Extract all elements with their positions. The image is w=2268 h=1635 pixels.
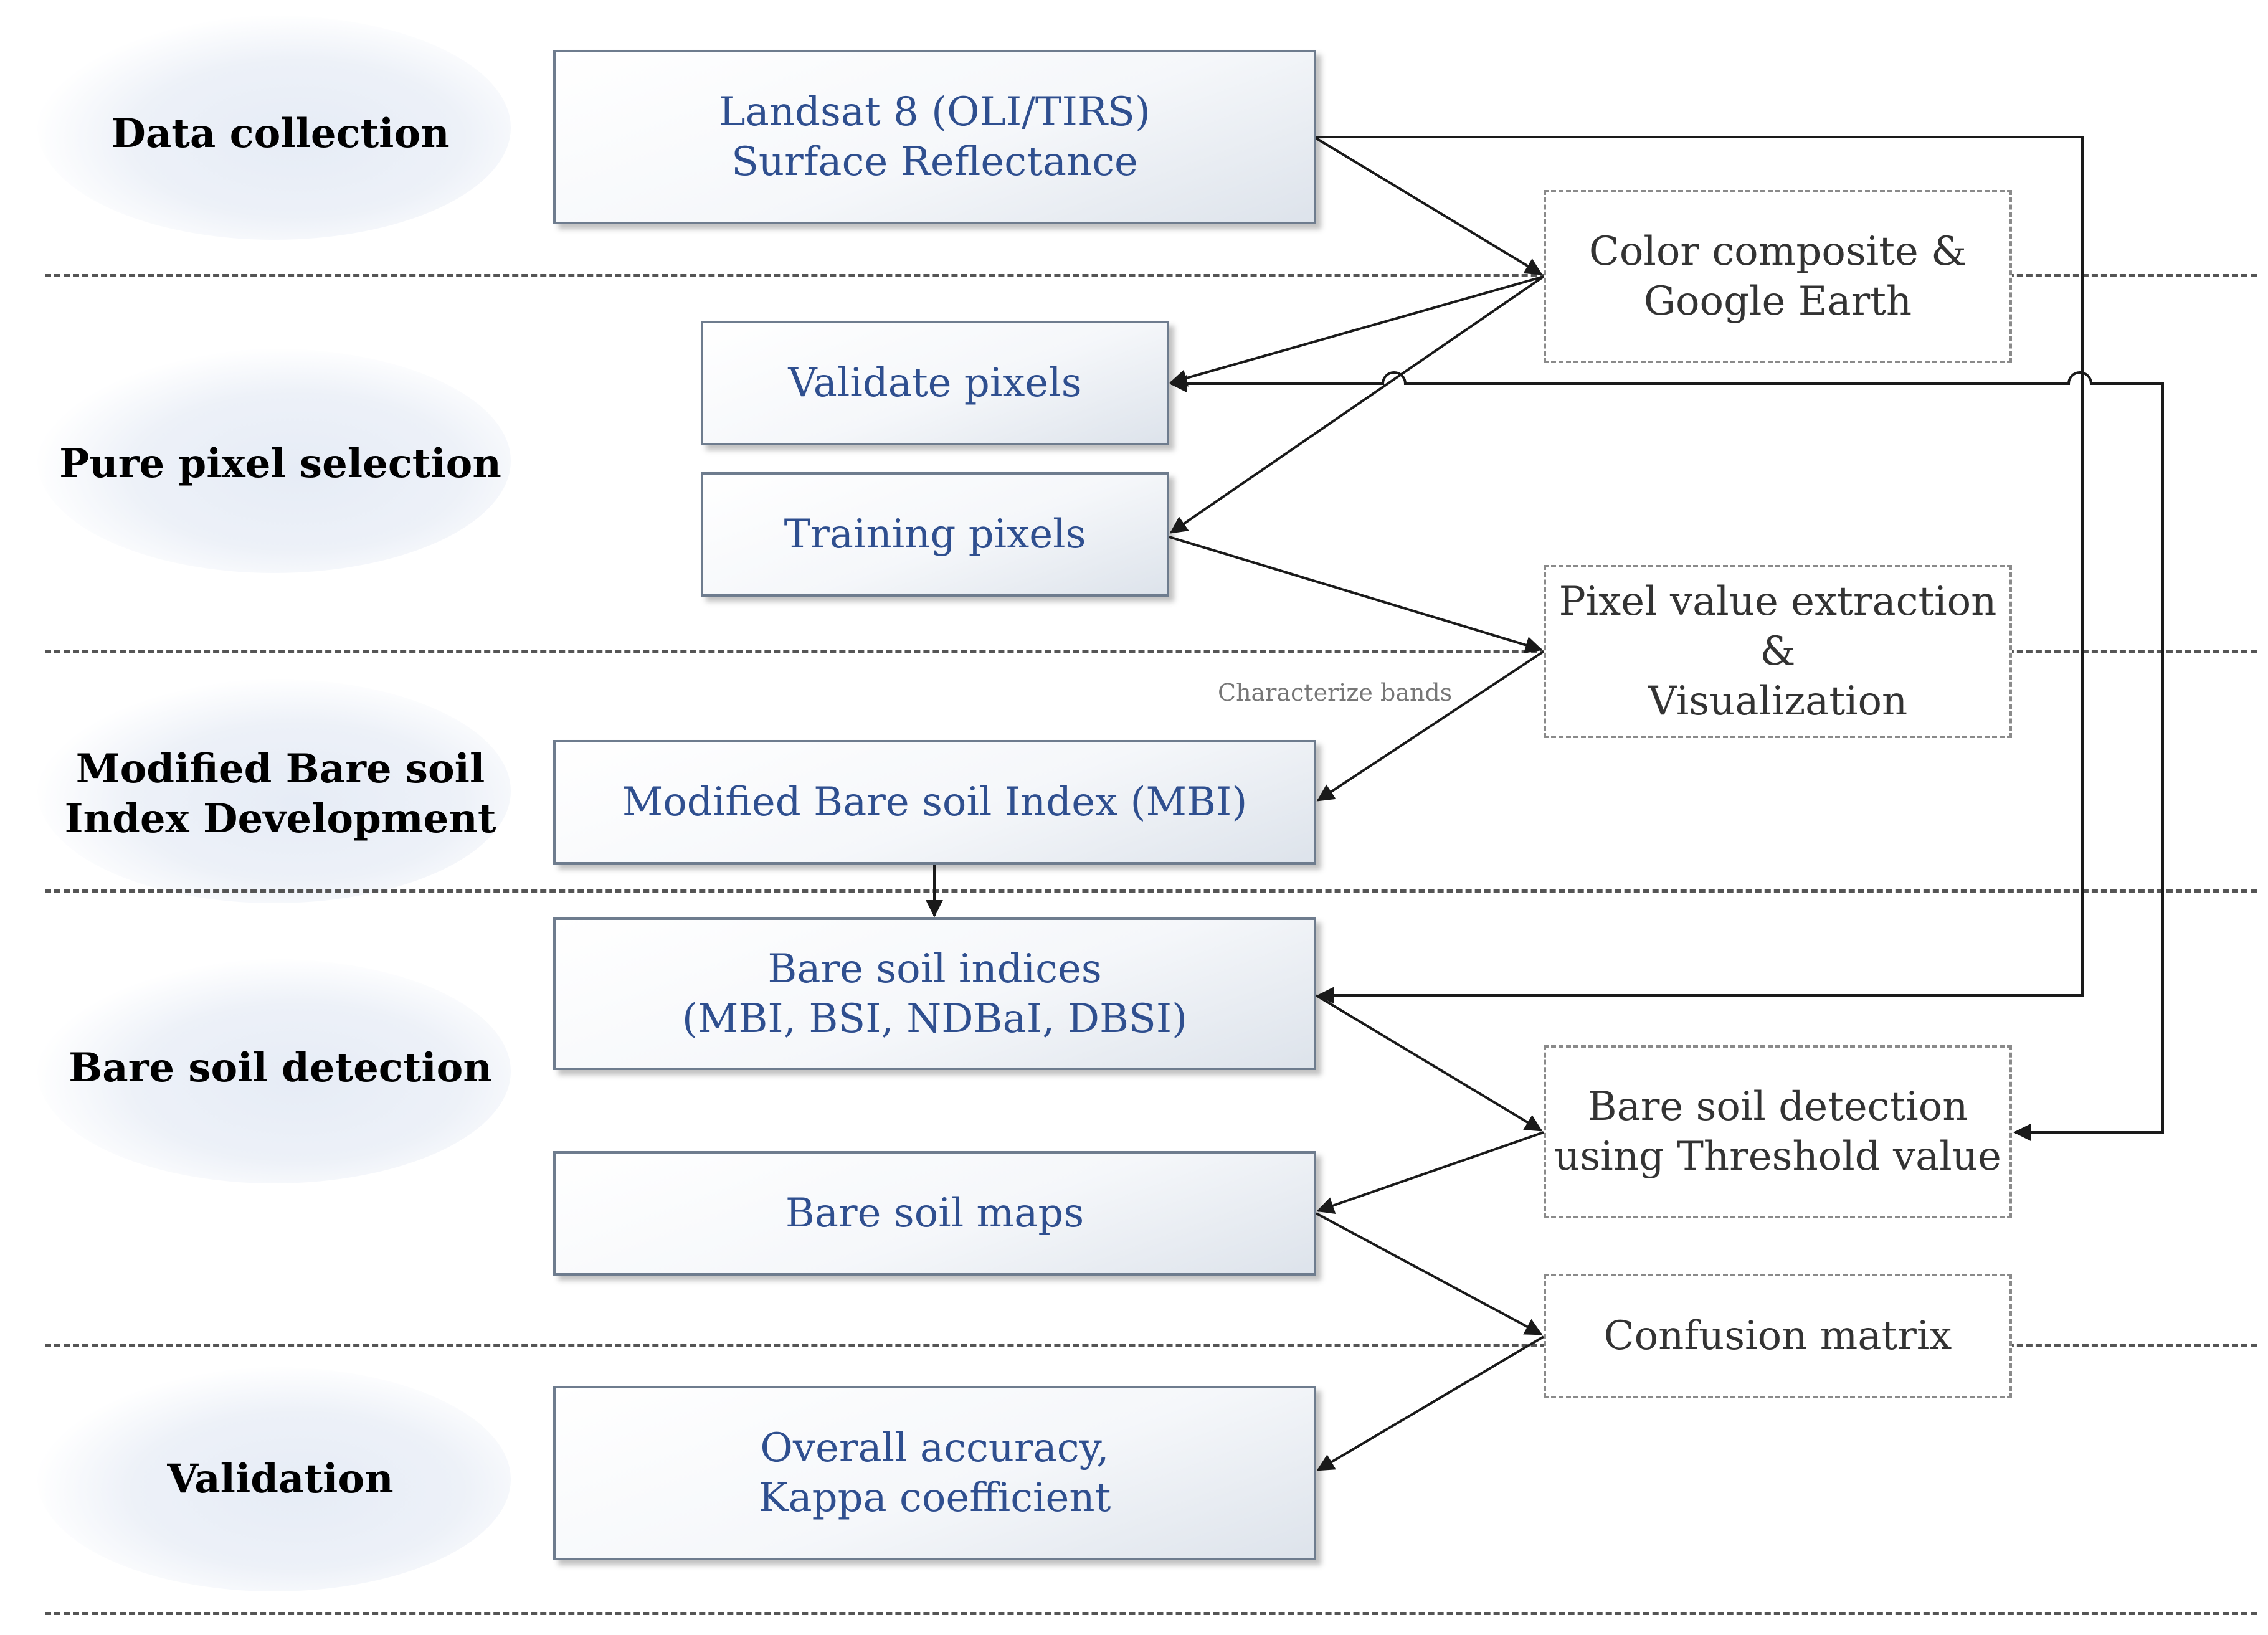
bare-soil-maps-box: Bare soil maps (553, 1151, 1316, 1276)
color-composite-box: Color composite & Google Earth (1544, 190, 2012, 363)
mbi-box: Modified Bare soil Index (MBI) (553, 740, 1316, 865)
connector-extraction-to-mbi (1316, 650, 1545, 802)
characterize-bands-note: Characterize bands (1218, 679, 1453, 706)
connector-indices-to-threshold (1315, 994, 1543, 1132)
validate-pixels-box: Validate pixels (701, 321, 1169, 445)
connector-composite-to-training (1169, 275, 1545, 534)
connector-training-to-extraction (1169, 536, 1543, 654)
stage-bg-detection (37, 959, 511, 1183)
stage-label-data-collection: Data collection (111, 110, 450, 157)
stage-label-bare-soil-detection: Bare soil detection (69, 1045, 492, 1091)
bare-soil-indices-box: Bare soil indices (MBI, BSI, NDBaI, DBSI… (553, 917, 1316, 1070)
confusion-matrix-box: Confusion matrix (1544, 1274, 2012, 1398)
training-pixels-box: Training pixels (701, 472, 1169, 597)
stage-divider (45, 1612, 2257, 1615)
connector-landsat-to-composite (1315, 137, 1543, 275)
threshold-detection-box: Bare soil detection using Threshold valu… (1544, 1045, 2012, 1218)
stage-label-mbi-development: Modified Bare soil Index Development (64, 746, 496, 842)
connector-composite-to-validate (1169, 275, 1544, 387)
stage-bg-data-collection (37, 16, 511, 240)
stage-bg-mbi (37, 679, 511, 903)
stage-divider (45, 274, 2257, 277)
stage-divider (45, 1344, 2257, 1347)
connector-validate-to-threshold (1169, 371, 2164, 1141)
connector-threshold-to-maps (1316, 1131, 1544, 1214)
stage-label-pure-pixel-selection: Pure pixel selection (59, 440, 501, 487)
stage-divider (45, 650, 2257, 653)
stage-label-validation: Validation (167, 1456, 394, 1502)
connector-maps-to-confusion (1316, 1212, 1543, 1335)
connector-confusion-to-accuracy (1316, 1335, 1545, 1471)
stage-bg-validation (37, 1367, 511, 1591)
stage-divider (45, 889, 2257, 893)
accuracy-box: Overall accuracy, Kappa coefficient (553, 1386, 1316, 1560)
pixel-extraction-box: Pixel value extraction & Visualization (1544, 565, 2012, 738)
landsat-box: Landsat 8 (OLI/TIRS) Surface Reflectance (553, 50, 1316, 224)
stage-bg-pure-pixel (37, 349, 511, 573)
